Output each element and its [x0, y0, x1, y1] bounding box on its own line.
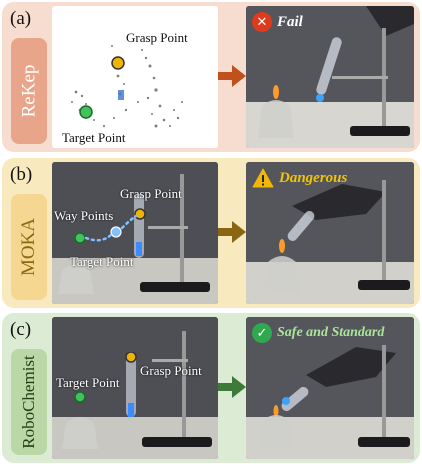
lab-scene-image: [246, 317, 414, 459]
grasp-target-panel: Grasp Point Way Points Target Point: [52, 162, 218, 304]
result-badge: Dangerous: [252, 168, 347, 188]
lab-scene-image: [52, 162, 218, 304]
target-point-label: Target Point: [62, 130, 126, 145]
point-cloud-image: [71, 45, 183, 128]
result-image-panel: Dangerous: [246, 162, 414, 304]
target-point-marker: [74, 232, 86, 244]
arrow-right-icon: [218, 65, 246, 87]
method-label-box: RoboChemist: [11, 349, 47, 455]
row-tag: (b): [10, 164, 33, 185]
row-tag: (a): [10, 8, 32, 29]
grasp-point-marker: [111, 56, 125, 70]
grasp-point-marker: [125, 351, 137, 363]
grasp-point-label: Grasp Point: [126, 30, 188, 45]
row-moka: (b) MOKA Grasp Point Way Points Target P…: [2, 158, 420, 308]
warning-icon: [252, 168, 274, 188]
target-point-marker: [79, 105, 93, 119]
row-tag: (c): [10, 319, 32, 340]
grasp-target-panel: Grasp Point Target Point: [52, 6, 218, 148]
result-badge: ✕ Fail: [252, 12, 303, 32]
target-point-label: Target Point: [70, 254, 134, 269]
method-name: MOKA: [18, 217, 39, 277]
lab-scene-image: [246, 162, 414, 304]
row-rekep: (a) ReKep Grasp Point Target Point: [2, 2, 420, 152]
grasp-target-panel: Grasp Point Target Point: [52, 317, 218, 459]
arrow-right-icon: [218, 376, 246, 398]
way-point-marker: [110, 226, 122, 238]
lab-scene-image: [246, 6, 414, 148]
way-points-label: Way Points: [54, 208, 114, 223]
result-image-panel: ✓ Safe and Standard: [246, 317, 414, 459]
x-icon: ✕: [252, 12, 272, 32]
result-image-panel: ✕ Fail: [246, 6, 414, 148]
method-name: RoboChemist: [19, 355, 39, 449]
target-point-marker: [74, 391, 86, 403]
method-name: ReKep: [18, 64, 40, 118]
grasp-point-label: Grasp Point: [120, 186, 182, 201]
target-point-label: Target Point: [56, 375, 120, 390]
row-robochemist: (c) RoboChemist Grasp Point Target Point: [2, 313, 420, 463]
result-label: Dangerous: [279, 169, 348, 186]
check-icon: ✓: [252, 323, 272, 343]
grasp-point-marker: [134, 208, 146, 220]
grasp-point-label: Grasp Point: [140, 363, 202, 378]
result-badge: ✓ Safe and Standard: [252, 323, 384, 343]
method-label-box: ReKep: [11, 38, 47, 144]
result-label: Safe and Standard: [277, 325, 385, 340]
arrow-right-icon: [218, 221, 246, 243]
method-label-box: MOKA: [11, 194, 47, 300]
lab-scene-image: [52, 317, 218, 459]
result-label: Fail: [277, 13, 303, 30]
